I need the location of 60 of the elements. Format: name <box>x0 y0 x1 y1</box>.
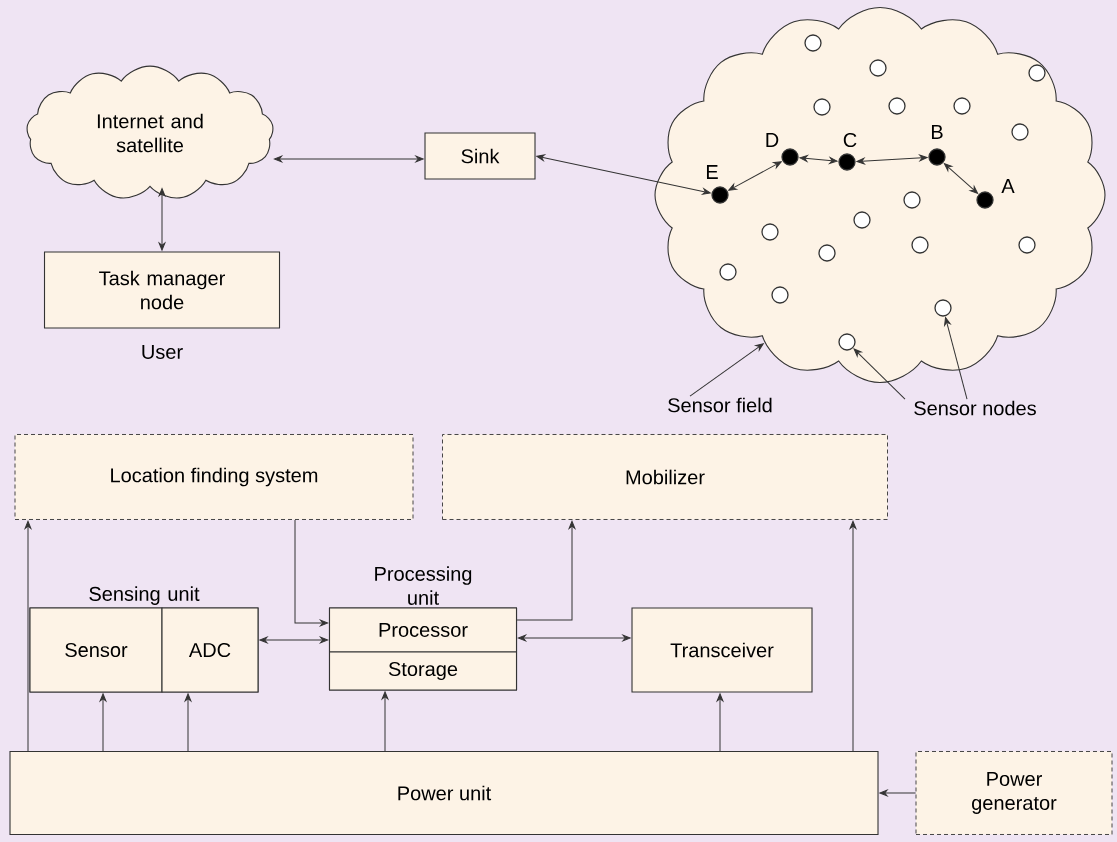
node-label: Sensing unit <box>89 586 200 605</box>
sensor-node-circle <box>888 97 906 115</box>
sensor-node-circle <box>903 191 921 209</box>
sensor-node-circle <box>719 263 737 281</box>
sensor-node-circle <box>1028 64 1046 82</box>
arrow <box>516 520 576 621</box>
process-box: Power unit <box>9 750 879 836</box>
sensor-node-circle <box>853 211 871 229</box>
sensor-node-circle <box>818 244 836 262</box>
node-letter: A <box>1001 179 1015 193</box>
process-box: Sensor <box>29 607 163 693</box>
process-box: Task manager node <box>43 251 281 329</box>
arrow <box>158 188 166 251</box>
caption-text: User <box>142 345 183 359</box>
sensor-node-circle <box>771 286 789 304</box>
node-letter: B <box>932 125 943 139</box>
sensor-node-circle <box>1018 236 1036 254</box>
leader-line <box>689 343 764 397</box>
arrow <box>381 691 389 752</box>
arrow <box>536 154 711 195</box>
arrow <box>99 693 107 752</box>
arrow <box>943 163 979 194</box>
sensor-node-circle <box>1011 123 1029 141</box>
process-box: Transceiver <box>631 607 813 693</box>
sensor-node-circle <box>953 97 971 115</box>
sensor-node-circle <box>804 34 822 52</box>
sensor-node-circle <box>838 333 856 351</box>
leader-line <box>853 348 906 400</box>
arrow <box>294 519 329 627</box>
process-box: Sink <box>424 132 536 180</box>
caption-text: Sensor nodes <box>914 400 1036 416</box>
arrow <box>716 693 724 752</box>
arrow <box>879 789 917 797</box>
arrow <box>799 155 838 164</box>
node-letter: E <box>707 165 718 179</box>
arrow <box>856 154 928 165</box>
caption-text: Sensor field <box>668 397 772 413</box>
arrow <box>517 634 631 642</box>
process-box: ADC <box>161 607 259 693</box>
process-box: Location finding system <box>14 434 414 520</box>
sensor-node-circle <box>934 299 952 317</box>
process-box: Power generator <box>915 751 1113 835</box>
process-box: Processor <box>328 607 518 653</box>
node-letter: C <box>843 132 857 148</box>
node-label: Processing unit <box>375 566 472 605</box>
node-letter: D <box>766 133 779 147</box>
leader-line <box>944 317 968 400</box>
sensor-node-circle <box>911 236 929 254</box>
sensor-node-circle <box>869 59 887 77</box>
sensor-node-circle <box>761 223 779 241</box>
sensor-node-circle <box>813 98 831 116</box>
process-box: Storage <box>328 651 518 691</box>
arrow <box>184 693 192 752</box>
process-box: Mobilizer <box>442 434 888 520</box>
arrow <box>849 520 857 752</box>
arrow <box>728 161 782 191</box>
arrow <box>24 520 32 752</box>
arrow <box>259 636 329 644</box>
cloud-shape <box>654 6 1106 384</box>
arrow <box>274 155 424 163</box>
